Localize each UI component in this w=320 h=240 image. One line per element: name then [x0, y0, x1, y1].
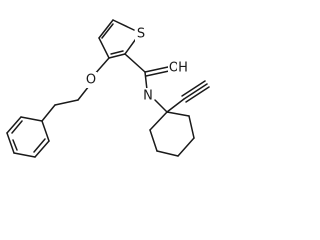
benzene-inner-bond-3 — [12, 139, 18, 151]
bond-ch2-ch2 — [54, 99, 79, 106]
cyclohexane-bond-3 — [177, 137, 195, 157]
amide-nitrogen-atom: N — [142, 88, 154, 104]
bond-o-ch2 — [77, 85, 90, 101]
bond-n-c1 — [154, 99, 168, 113]
amide-hydrogen-mask — [177, 60, 189, 76]
amide-group — [124, 53, 170, 113]
amide-nitrogen-label: N — [143, 89, 153, 104]
bond-ch2-phenyl — [41, 104, 56, 122]
amide-hydrogen-label: H — [178, 61, 188, 76]
benzene-bond-3 — [13, 152, 36, 158]
ether-oxygen-mask — [85, 72, 97, 88]
benzene-bond-1 — [41, 120, 50, 142]
molecule-structure: S O O N H — [6, 19, 210, 158]
bond-c1-csp — [166, 98, 185, 113]
benzene-bond-4 — [6, 132, 15, 154]
bond-carbonyl-n — [144, 71, 148, 91]
atom-labels: S O O N H — [85, 26, 189, 104]
cyclohexane-bond-5 — [149, 129, 158, 152]
amide-hydrogen-atom: H — [177, 60, 189, 76]
triple-bond-lower — [185, 86, 210, 103]
triple-bond-center — [183, 83, 208, 100]
bond-c5-c4-double — [101, 23, 114, 39]
thiophene-ring — [98, 19, 139, 59]
ether-oxygen-atom: O — [85, 72, 97, 88]
amide-nitrogen-mask — [142, 88, 154, 104]
sulfur-atom-mask — [135, 26, 147, 42]
bond-c5-c4 — [98, 19, 114, 39]
ethynyl-group — [166, 80, 210, 113]
cyclohexane-ring — [149, 111, 195, 157]
ether-oxygen-label: O — [86, 73, 96, 88]
benzene-bond-5 — [6, 116, 22, 134]
bond-c3-c2-double — [110, 50, 124, 55]
cyclohexane-bond-4 — [156, 150, 179, 157]
bond-carbonyl-o — [144, 66, 169, 73]
benzene-inner-bond-2 — [11, 120, 23, 134]
phenethyl-ether-chain — [41, 57, 110, 122]
bond-s-c5 — [112, 19, 135, 31]
benzene-ring — [6, 116, 50, 158]
triple-bond-upper — [181, 80, 206, 97]
bond-c3-c2 — [108, 53, 126, 59]
bond-c2-carbonyl — [124, 53, 146, 73]
sulfur-label: S — [137, 27, 145, 42]
cyclohexane-bond-6 — [149, 111, 168, 131]
bond-c4-c3 — [98, 37, 110, 59]
sulfur-atom: S — [135, 26, 147, 42]
benzene-bond-2 — [34, 140, 50, 158]
benzene-inner-bond-1 — [33, 138, 46, 153]
bond-carbonyl-o-double — [145, 70, 170, 77]
benzene-bond-6 — [20, 116, 43, 122]
cyclohexane-bond-2 — [188, 115, 195, 139]
carbonyl-oxygen-label: O — [169, 61, 179, 76]
cyclohexane-bond-1 — [166, 111, 190, 117]
